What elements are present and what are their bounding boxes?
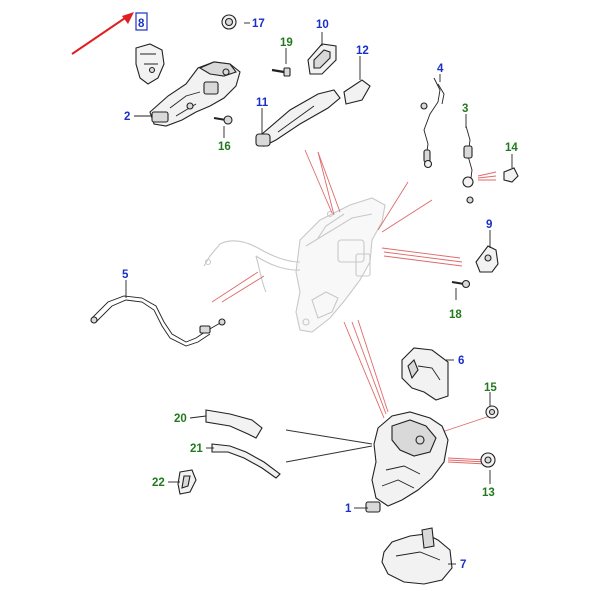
part-14-clip [503, 167, 519, 183]
callout-12: 12 [356, 45, 369, 57]
callout-13: 13 [482, 487, 495, 499]
part-11-handle [255, 89, 341, 147]
part-19-screw [271, 67, 291, 77]
callout-16: 16 [218, 141, 231, 153]
callout-3: 3 [462, 103, 468, 115]
leader-rays [211, 149, 497, 465]
callout-7: 7 [460, 559, 466, 571]
callout-6: 6 [458, 355, 464, 367]
part-8-bracket [135, 43, 165, 85]
callout-5: 5 [122, 269, 129, 281]
callout-leaders [125, 22, 513, 565]
part-3-cable [462, 125, 474, 204]
callout-14: 14 [505, 142, 518, 154]
highlight-marker [71, 12, 148, 55]
part-12-cap [343, 79, 371, 105]
highlight-box [135, 12, 148, 31]
highlight-arrowhead-icon [122, 12, 134, 24]
part-9-bracket [475, 245, 499, 273]
callout-20: 20 [174, 413, 187, 425]
part-20-hose [205, 409, 263, 439]
callout-9: 9 [486, 219, 492, 231]
part-7-cover [381, 527, 453, 585]
callout-labels: 8 2 16 17 10 19 12 11 4 3 14 9 18 5 6 15… [122, 18, 518, 571]
part-18-screw [451, 279, 471, 289]
part-2-handle-carrier [149, 61, 241, 127]
callout-4: 4 [437, 63, 444, 75]
callout-8: 8 [138, 18, 145, 30]
part-15-grommet [485, 405, 499, 419]
callout-2: 2 [124, 111, 130, 123]
callout-10: 10 [316, 19, 329, 31]
part-10-bezel [307, 43, 337, 75]
part-1-latch [365, 411, 449, 513]
callout-19: 19 [280, 37, 293, 49]
part-21-rod [211, 443, 281, 479]
callout-21: 21 [190, 443, 203, 455]
part-16-screw [213, 115, 233, 125]
callout-11: 11 [256, 97, 269, 109]
part-6-cover [401, 347, 449, 401]
highlight-arrow [71, 15, 129, 55]
part-17-grommet [221, 14, 237, 30]
part-4-cable [420, 77, 445, 169]
callout-17: 17 [252, 18, 265, 30]
part-13-cap [480, 452, 496, 468]
part-22-bracket [177, 469, 197, 495]
callout-15: 15 [484, 382, 497, 394]
callout-18: 18 [449, 309, 462, 321]
ghost-door-assembly [203, 197, 386, 333]
part-5-cable [90, 295, 226, 347]
callout-22: 22 [152, 477, 165, 489]
callout-1: 1 [345, 503, 352, 515]
